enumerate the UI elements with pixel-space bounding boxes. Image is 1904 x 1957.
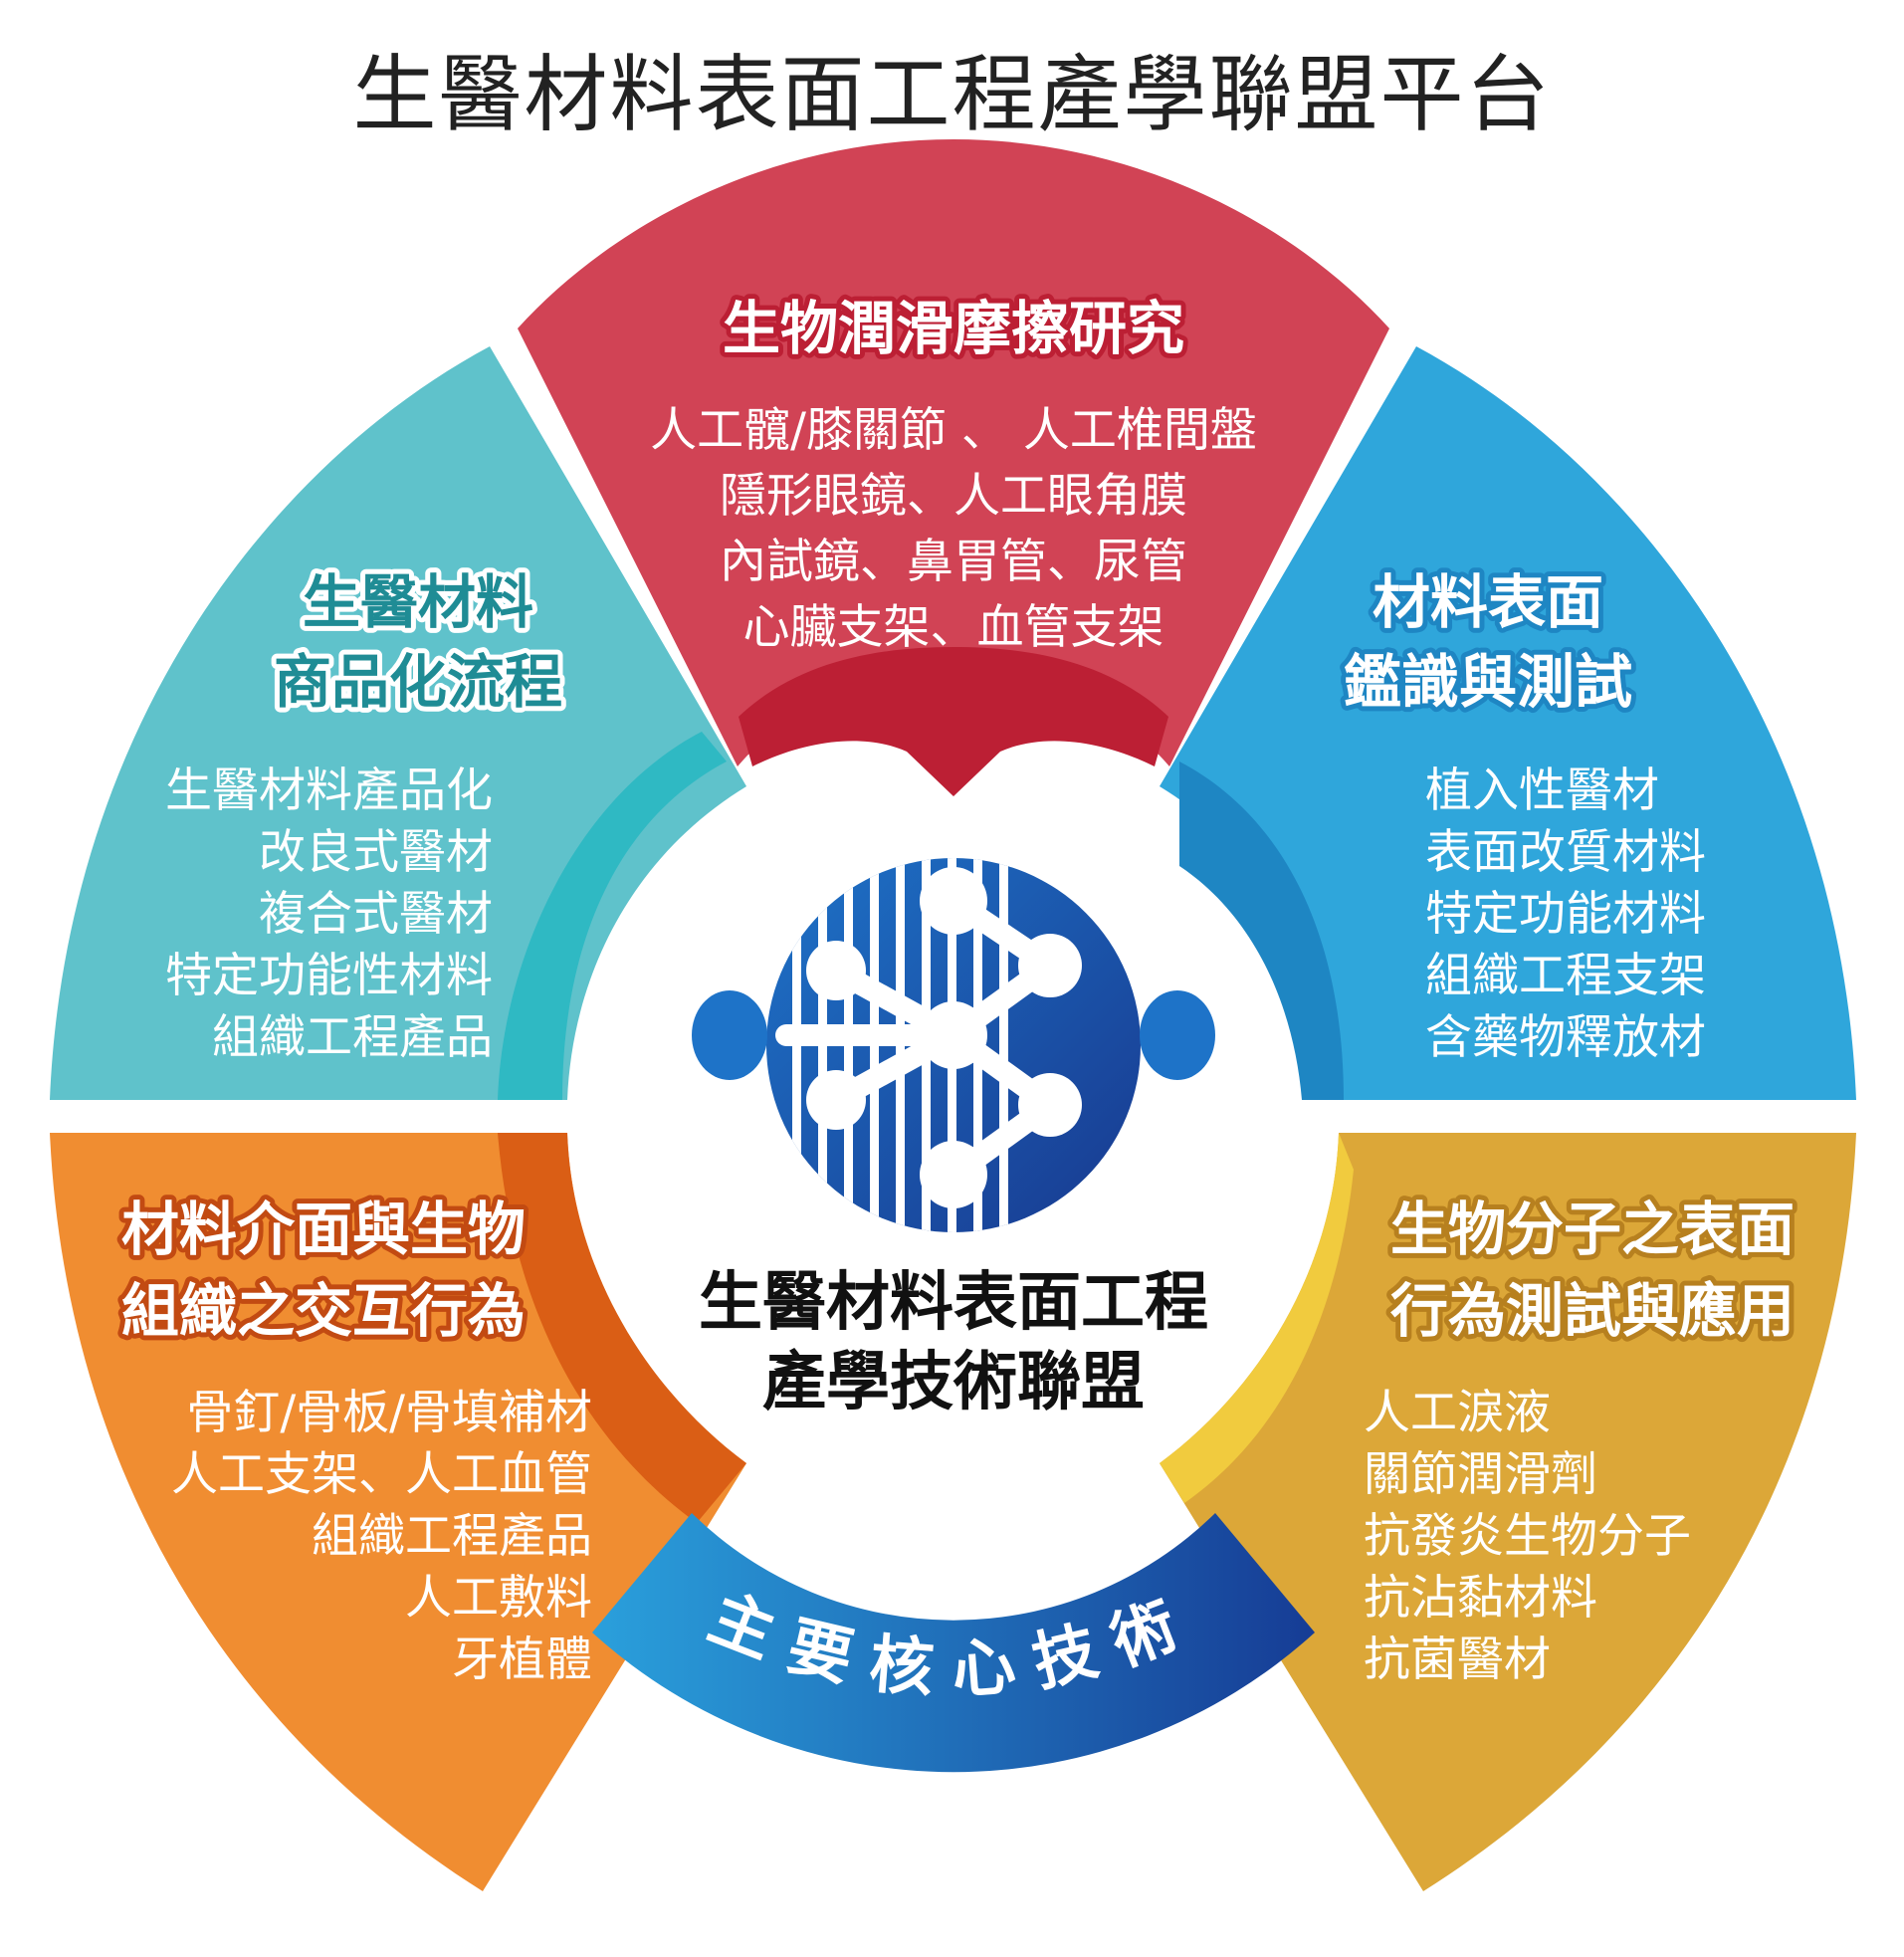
segment-item: 隱形眼鏡、人工眼角膜 (720, 469, 1187, 524)
segment-item: 人工支架、人工血管 (171, 1447, 592, 1502)
segment-title: 生物潤滑摩擦研究 (723, 295, 1184, 362)
segment-shape (1160, 1133, 1856, 1891)
segment-inner-band (498, 1133, 746, 1523)
segment-item: 組織工程支架 (1425, 949, 1706, 1003)
segment-inner-band (739, 647, 1168, 796)
segment-title: 材料介面與生物 (121, 1196, 526, 1263)
segment-item: 內試鏡、鼻胃管、尿管 (720, 535, 1187, 589)
segment-item: 特定功能性材料 (165, 949, 493, 1003)
segment-inner-band (498, 732, 727, 1100)
segment-title: 材料表面 (1373, 568, 1603, 636)
segment-item: 人工髖/膝關節 、 人工椎間盤 (650, 403, 1257, 458)
core-technology-band (592, 1513, 1315, 1773)
segment-item: 心臟支架、血管支架 (743, 600, 1164, 655)
segment-item: 骨釘/骨板/骨填補材 (186, 1386, 592, 1440)
segment-item: 人工敷料 (405, 1571, 592, 1626)
segment-title: 鑑識與測試 (1344, 648, 1632, 716)
page-title: 生醫材料表面工程產學聯盟平台 (352, 46, 1552, 143)
segment-item: 組織工程產品 (212, 1010, 493, 1065)
alliance-logo-icon (692, 856, 1215, 1234)
segment-title: 組織之交互行為 (121, 1277, 526, 1345)
segment-lower-left: 材料介面與生物組織之交互行為骨釘/骨板/骨填補材人工支架、人工血管組織工程產品人… (50, 1133, 746, 1891)
segment-item: 植入性醫材 (1425, 763, 1659, 818)
segment-item: 人工淚液 (1364, 1386, 1551, 1440)
segment-item: 牙植體 (452, 1632, 592, 1687)
segment-title: 生醫材料 (303, 568, 533, 636)
alliance-name-line-2: 產學技術聯盟 (762, 1345, 1145, 1419)
segment-item: 抗發炎生物分子 (1364, 1509, 1691, 1564)
segment-inner-band (1160, 1133, 1354, 1503)
segment-shape (518, 139, 1389, 766)
segment-shape (1160, 346, 1856, 1100)
segment-item: 生醫材料產品化 (165, 763, 493, 818)
segment-inner-band (1179, 761, 1344, 1100)
segment-title: 生物分子之表面 (1390, 1196, 1795, 1263)
segment-item: 複合式醫材 (259, 887, 493, 942)
segment-item: 抗菌醫材 (1364, 1632, 1551, 1687)
segment-title: 商品化流程 (274, 648, 562, 716)
segment-item: 改良式醫材 (259, 825, 493, 880)
segment-item: 關節潤滑劑 (1364, 1447, 1597, 1502)
segment-item: 特定功能材料 (1425, 887, 1706, 942)
segment-item: 表面改質材料 (1425, 825, 1706, 880)
alliance-name-line-1: 生醫材料表面工程 (699, 1265, 1208, 1340)
segment-item: 組織工程產品 (312, 1509, 592, 1564)
segment-title: 行為測試與應用 (1390, 1277, 1795, 1345)
segment-item: 抗沾黏材料 (1364, 1571, 1597, 1626)
segment-item: 含藥物釋放材 (1425, 1010, 1706, 1065)
